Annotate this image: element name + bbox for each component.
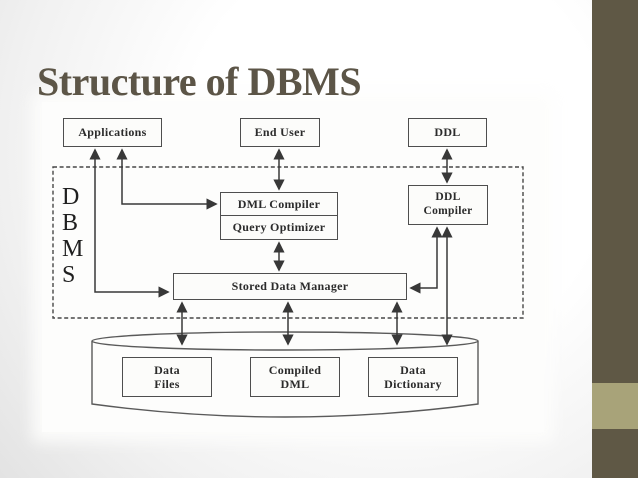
box-ddl: DDL [408,118,487,147]
dbms-boundary-dashed-box [52,166,524,319]
box-query-optimizer: Query Optimizer [232,220,326,234]
accent-bar [592,0,638,478]
box-stored-data-manager: Stored Data Manager [173,273,407,300]
box-data-dictionary: Data Dictionary [368,357,458,397]
box-data-files: Data Files [122,357,212,397]
box-end-user: End User [240,118,320,147]
box-dml-compiler-stack: DML Compiler Query Optimizer [220,192,338,240]
arrow-ddl-compiler-sdm [409,226,443,294]
box-compiled-dml: Compiled DML [250,357,340,397]
accent-bar-light-segment [592,383,638,429]
dbms-boundary-label: D B M S [62,184,84,288]
box-dml-compiler: DML Compiler [221,193,337,216]
box-ddl-compiler: DDL Compiler [408,185,488,225]
slide-title: Structure of DBMS [37,58,362,104]
arrow-applications-sdm [89,148,170,298]
box-applications: Applications [63,118,162,147]
arrow-applications-dml-compiler [116,148,218,210]
